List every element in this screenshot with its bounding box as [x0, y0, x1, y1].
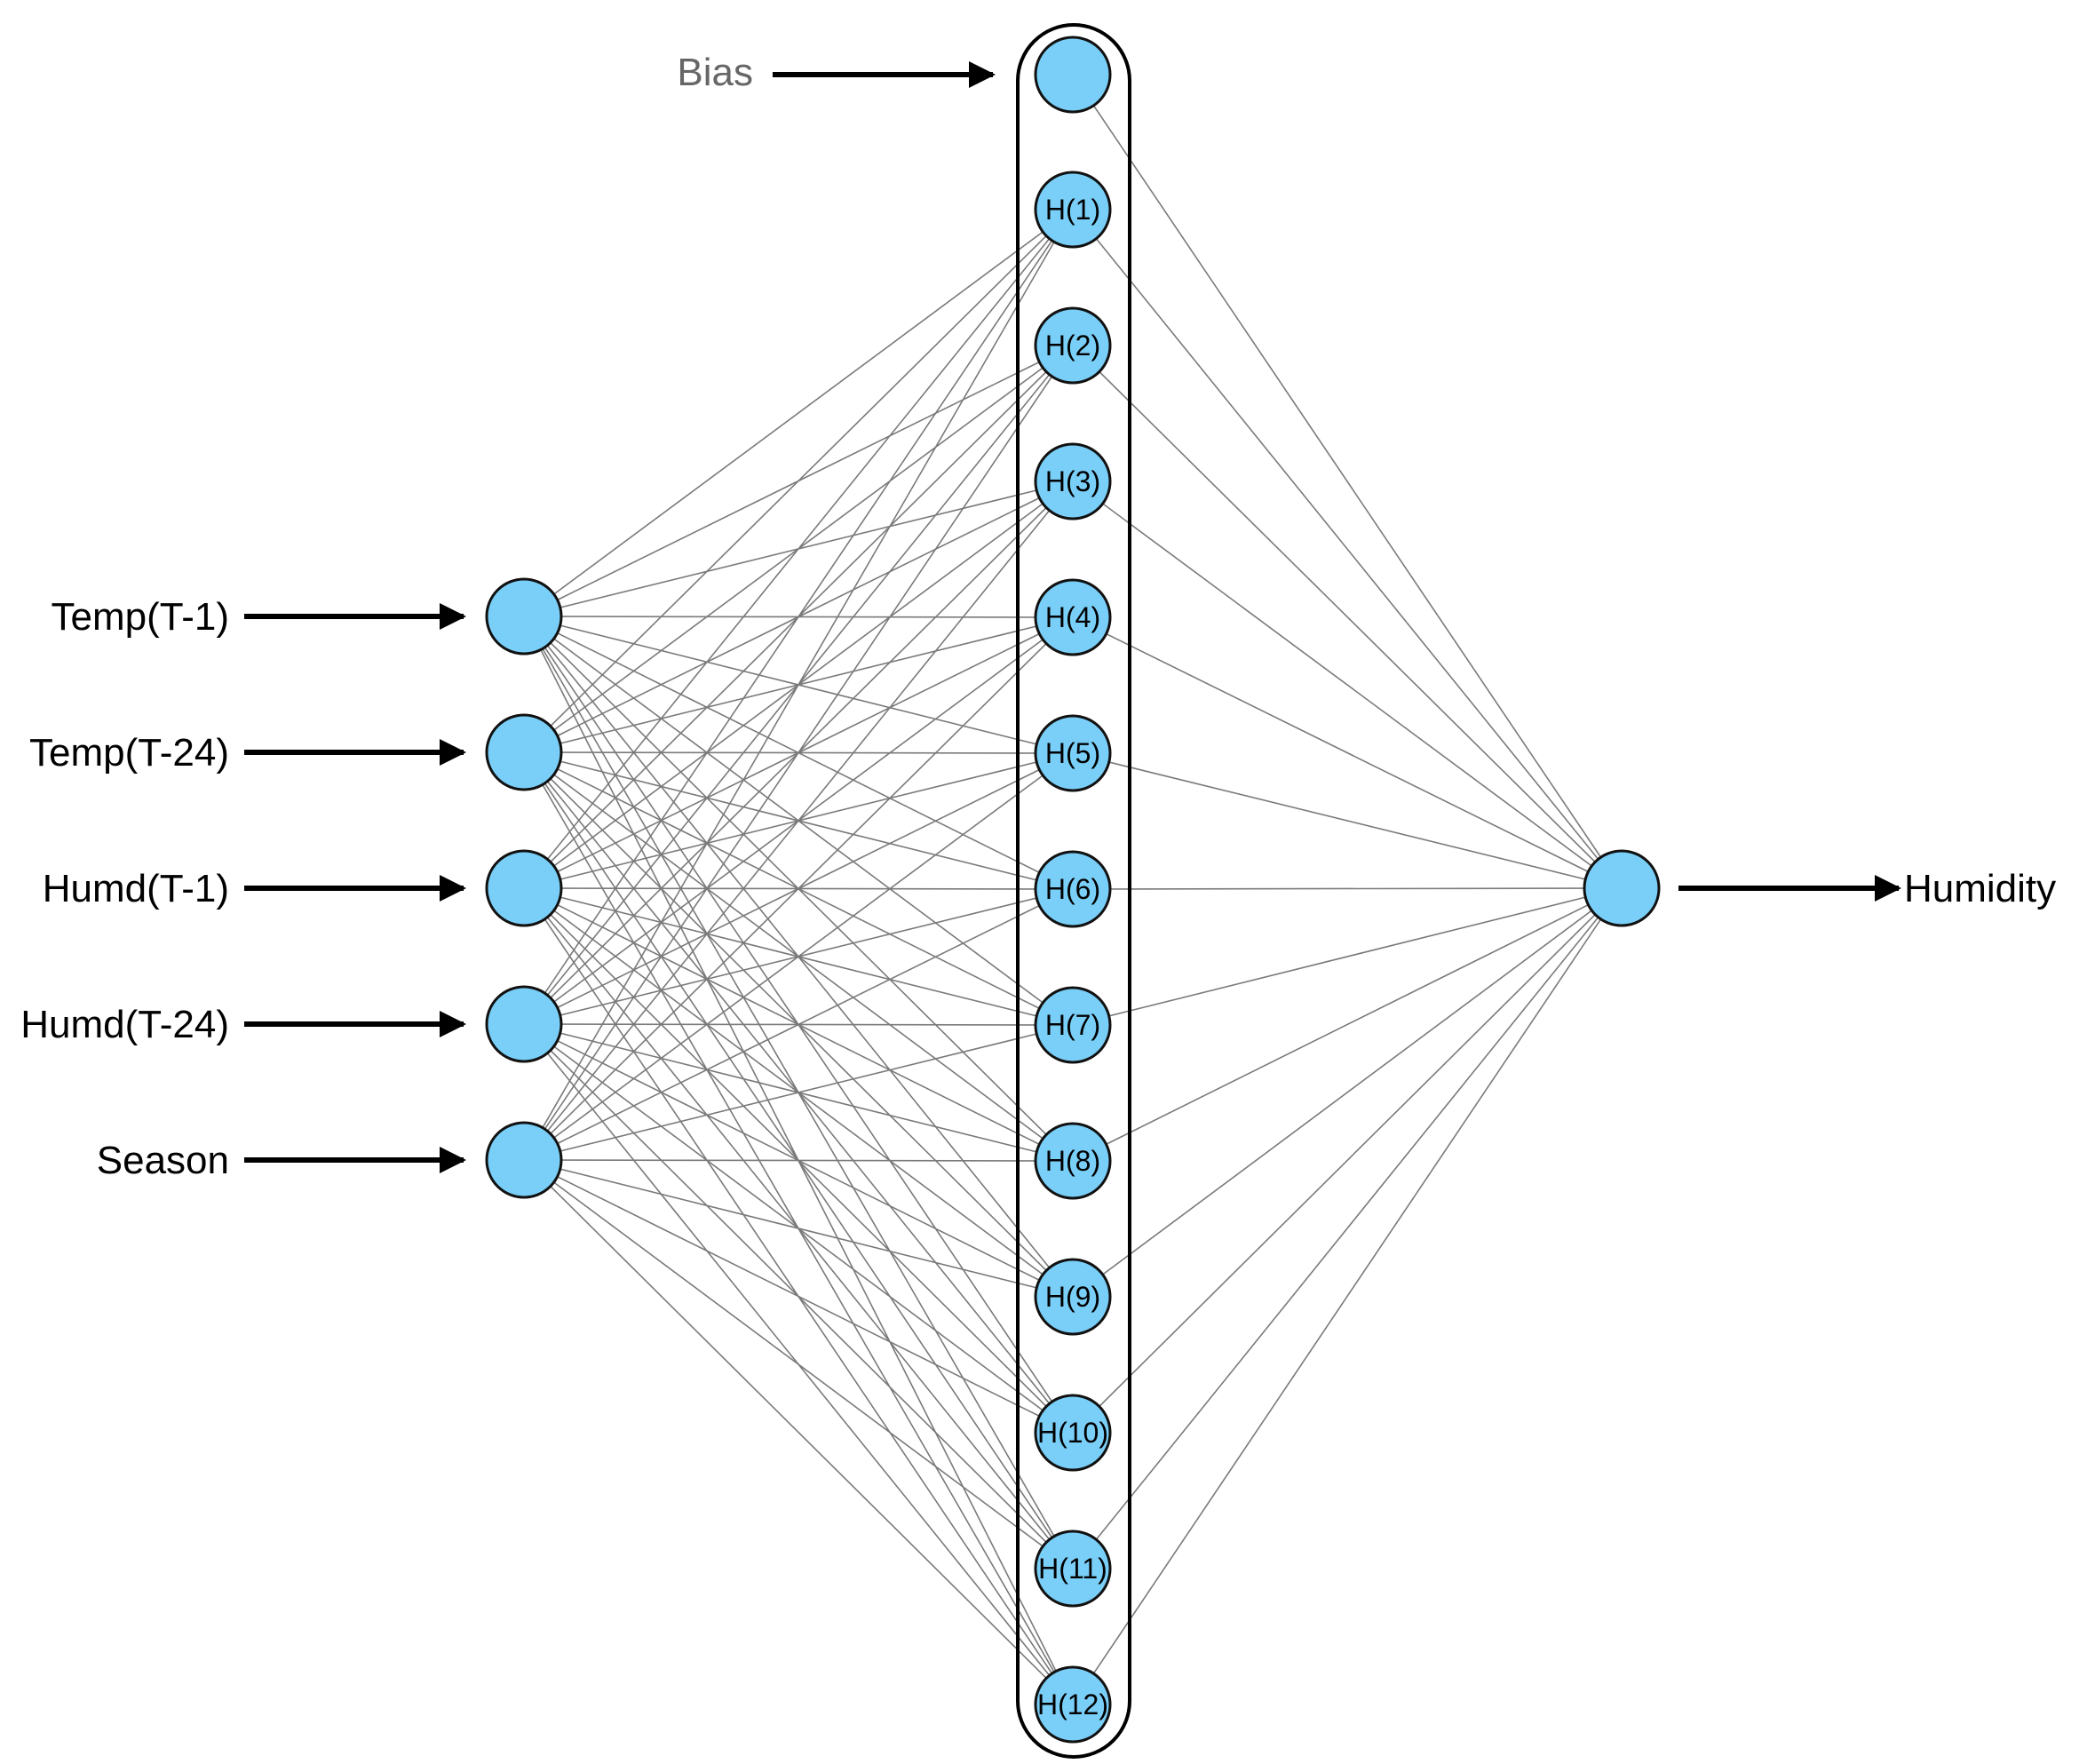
connection-input-1-hidden-1 — [523, 209, 1074, 617]
input-label-humd-t-1: Humd(T-1) — [43, 867, 229, 910]
connection-hidden-3-output — [1072, 481, 1623, 889]
connection-hidden-7-output — [1072, 887, 1623, 1026]
input-node-humd-t-1 — [485, 849, 563, 927]
hidden-node-8 — [1034, 1122, 1112, 1200]
hidden-node-11 — [1034, 1530, 1112, 1608]
connection-hidden-8-output — [1072, 887, 1623, 1162]
connection-hidden-12-output — [1072, 887, 1623, 1705]
connection-input-5-hidden-2 — [523, 345, 1074, 1161]
hidden-layer-container — [1016, 23, 1131, 1759]
hidden-node-5 — [1034, 714, 1112, 792]
connection-input-5-hidden-9 — [523, 1159, 1074, 1298]
hidden-node-label-1: H(1) — [1045, 194, 1100, 226]
input-label-temp-t-24: Temp(T-24) — [29, 731, 229, 775]
hidden-node-3 — [1034, 442, 1112, 520]
output-label: Humidity — [1904, 867, 2056, 910]
connection-hidden-9-output — [1072, 887, 1623, 1298]
hidden-node-label-8: H(8) — [1045, 1145, 1100, 1177]
connection-input-5-hidden-5 — [523, 752, 1074, 1161]
bias-label: Bias — [677, 51, 753, 94]
hidden-node-label-4: H(4) — [1045, 601, 1100, 633]
connection-input-5-hidden-1 — [523, 209, 1074, 1161]
hidden-node-7 — [1034, 986, 1112, 1064]
connection-input-5-hidden-10 — [523, 1159, 1074, 1434]
hidden-node-label-7: H(7) — [1045, 1009, 1100, 1041]
connection-input-5-hidden-3 — [523, 481, 1074, 1161]
connection-hidden-6-output — [1072, 887, 1623, 890]
connection-input-5-hidden-4 — [523, 616, 1074, 1161]
input-node-season — [485, 1121, 563, 1199]
connection-bias-output — [1072, 74, 1623, 889]
hidden-node-label-5: H(5) — [1045, 737, 1100, 769]
connection-hidden-5-output — [1072, 752, 1623, 889]
connection-hidden-10-output — [1072, 887, 1623, 1434]
hidden-node-label-9: H(9) — [1045, 1281, 1100, 1313]
connection-hidden-11-output — [1072, 887, 1623, 1569]
bias-node — [1034, 36, 1112, 114]
input-node-temp-t-24 — [485, 713, 563, 791]
output-node — [1583, 849, 1661, 927]
input-node-humd-t-24 — [485, 985, 563, 1063]
input-layer: Temp(T-1) Temp(T-24) Humd(T-1) Humd(T-24) Se… — [20, 577, 563, 1199]
hidden-node-9 — [1034, 1258, 1112, 1336]
connection-input-2-hidden-1 — [523, 209, 1074, 753]
connection-input-5-hidden-12 — [523, 1159, 1074, 1705]
connection-input-4-hidden-1 — [523, 209, 1074, 1025]
hidden-node-label-10: H(10) — [1037, 1417, 1108, 1449]
input-label-temp-t-1: Temp(T-1) — [52, 595, 229, 639]
hidden-node-label-6: H(6) — [1045, 873, 1100, 905]
hidden-layer: H(1) H(2) H(3) H(4) H(5) H(6) H(7) H(8) H(9) H(10… — [1034, 171, 1112, 1744]
connection-input-5-hidden-6 — [523, 888, 1074, 1161]
hidden-node-label-11: H(11) — [1038, 1553, 1107, 1585]
hidden-node-2 — [1034, 306, 1112, 385]
hidden-node-10 — [1034, 1394, 1112, 1472]
connection-input-3-hidden-1 — [523, 209, 1074, 889]
connection-input-5-hidden-7 — [523, 1024, 1074, 1161]
hidden-node-1 — [1034, 171, 1112, 249]
input-node-temp-t-1 — [485, 577, 563, 656]
connection-hidden-2-output — [1072, 345, 1623, 889]
connections — [523, 74, 1623, 1705]
hidden-node-label-12: H(12) — [1037, 1689, 1108, 1720]
connection-input-5-hidden-11 — [523, 1159, 1074, 1569]
connection-hidden-4-output — [1072, 616, 1623, 889]
input-label-humd-t-24: Humd(T-24) — [20, 1003, 229, 1046]
connection-hidden-1-output — [1072, 209, 1623, 889]
input-label-season: Season — [97, 1139, 229, 1182]
hidden-node-label-2: H(2) — [1045, 330, 1100, 362]
hidden-node-12 — [1034, 1665, 1112, 1744]
hidden-node-6 — [1034, 850, 1112, 928]
hidden-node-label-3: H(3) — [1045, 465, 1100, 497]
hidden-node-4 — [1034, 578, 1112, 656]
connection-input-5-hidden-8 — [523, 1159, 1074, 1162]
